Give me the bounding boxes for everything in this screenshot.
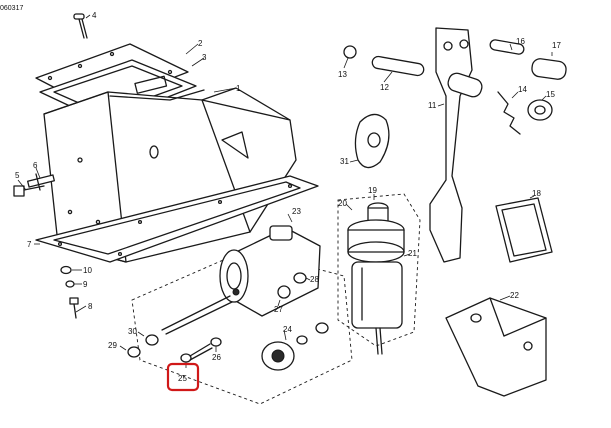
bracket-part-22	[445, 297, 547, 397]
callout-25: 25	[178, 374, 187, 383]
drawing-code: 060317	[0, 5, 23, 12]
bushing-part-15	[527, 99, 553, 121]
reservoir-cap-part-20	[367, 202, 389, 223]
callout-23: 23	[292, 207, 301, 216]
callout-24: 24	[283, 325, 292, 334]
callout-15: 15	[546, 90, 555, 99]
callout-19: 19	[368, 186, 377, 195]
callout-labels: 4 2 3 1 6 5 7 10 9 8 11 12 13 14 15 16 1…	[15, 11, 561, 383]
callout-29: 29	[108, 341, 117, 350]
callout-11: 11	[428, 101, 437, 110]
callout-17: 17	[552, 41, 561, 50]
washer-part-26	[210, 337, 222, 347]
pin-part-16	[489, 39, 525, 55]
bushing-part-17	[531, 58, 567, 80]
pedal-arm-part-11	[429, 27, 483, 263]
highlight-box	[166, 362, 200, 392]
spring-part-14	[497, 91, 521, 135]
callout-13: 13	[338, 70, 347, 79]
nut-part-29	[127, 346, 141, 358]
callout-5: 5	[15, 171, 20, 180]
callout-1: 1	[236, 84, 241, 93]
nut-part-10	[60, 265, 72, 275]
callout-12: 12	[380, 83, 389, 92]
pedal-pad-part-18	[495, 197, 553, 263]
callout-16: 16	[516, 37, 525, 46]
pin-part-12	[371, 55, 425, 77]
washer-part-9	[65, 280, 75, 288]
callout-3: 3	[202, 53, 207, 62]
clip-part-13	[343, 45, 357, 59]
callout-4: 4	[92, 11, 97, 20]
callout-8: 8	[88, 302, 93, 311]
washer-part-27	[277, 285, 291, 299]
callout-20: 20	[338, 199, 347, 208]
screw-part-4	[73, 13, 88, 39]
cylinder-group-outline	[337, 193, 421, 347]
base-gasket-part-7	[35, 175, 319, 263]
gasket-part-31	[354, 113, 390, 169]
ring-part-28	[293, 272, 307, 284]
callout-14: 14	[518, 85, 527, 94]
reservoir-part-19	[347, 219, 405, 263]
callout-30: 30	[128, 327, 137, 336]
callout-10: 10	[83, 266, 92, 275]
washer-part-30	[145, 334, 159, 346]
callout-31: 31	[340, 157, 349, 166]
bolt-part-5	[13, 185, 45, 197]
solenoid-part-23	[161, 225, 321, 335]
callout-28: 28	[310, 275, 319, 284]
bolt-part-8	[69, 297, 79, 319]
stud-part-6	[27, 173, 55, 191]
callout-26: 26	[212, 353, 221, 362]
callout-21: 21	[408, 249, 417, 258]
callout-9: 9	[83, 280, 88, 289]
callout-22: 22	[510, 291, 519, 300]
leader-lines	[17, 14, 553, 368]
boot-part-24	[261, 322, 329, 371]
callout-7: 7	[27, 240, 32, 249]
cylinder-body-part-21	[351, 261, 403, 355]
callout-2: 2	[198, 39, 203, 48]
solenoid-group-outline	[131, 249, 353, 405]
callout-27: 27	[274, 305, 283, 314]
callout-6: 6	[33, 161, 38, 170]
bolt-part-25	[180, 343, 213, 363]
callout-18: 18	[532, 189, 541, 198]
